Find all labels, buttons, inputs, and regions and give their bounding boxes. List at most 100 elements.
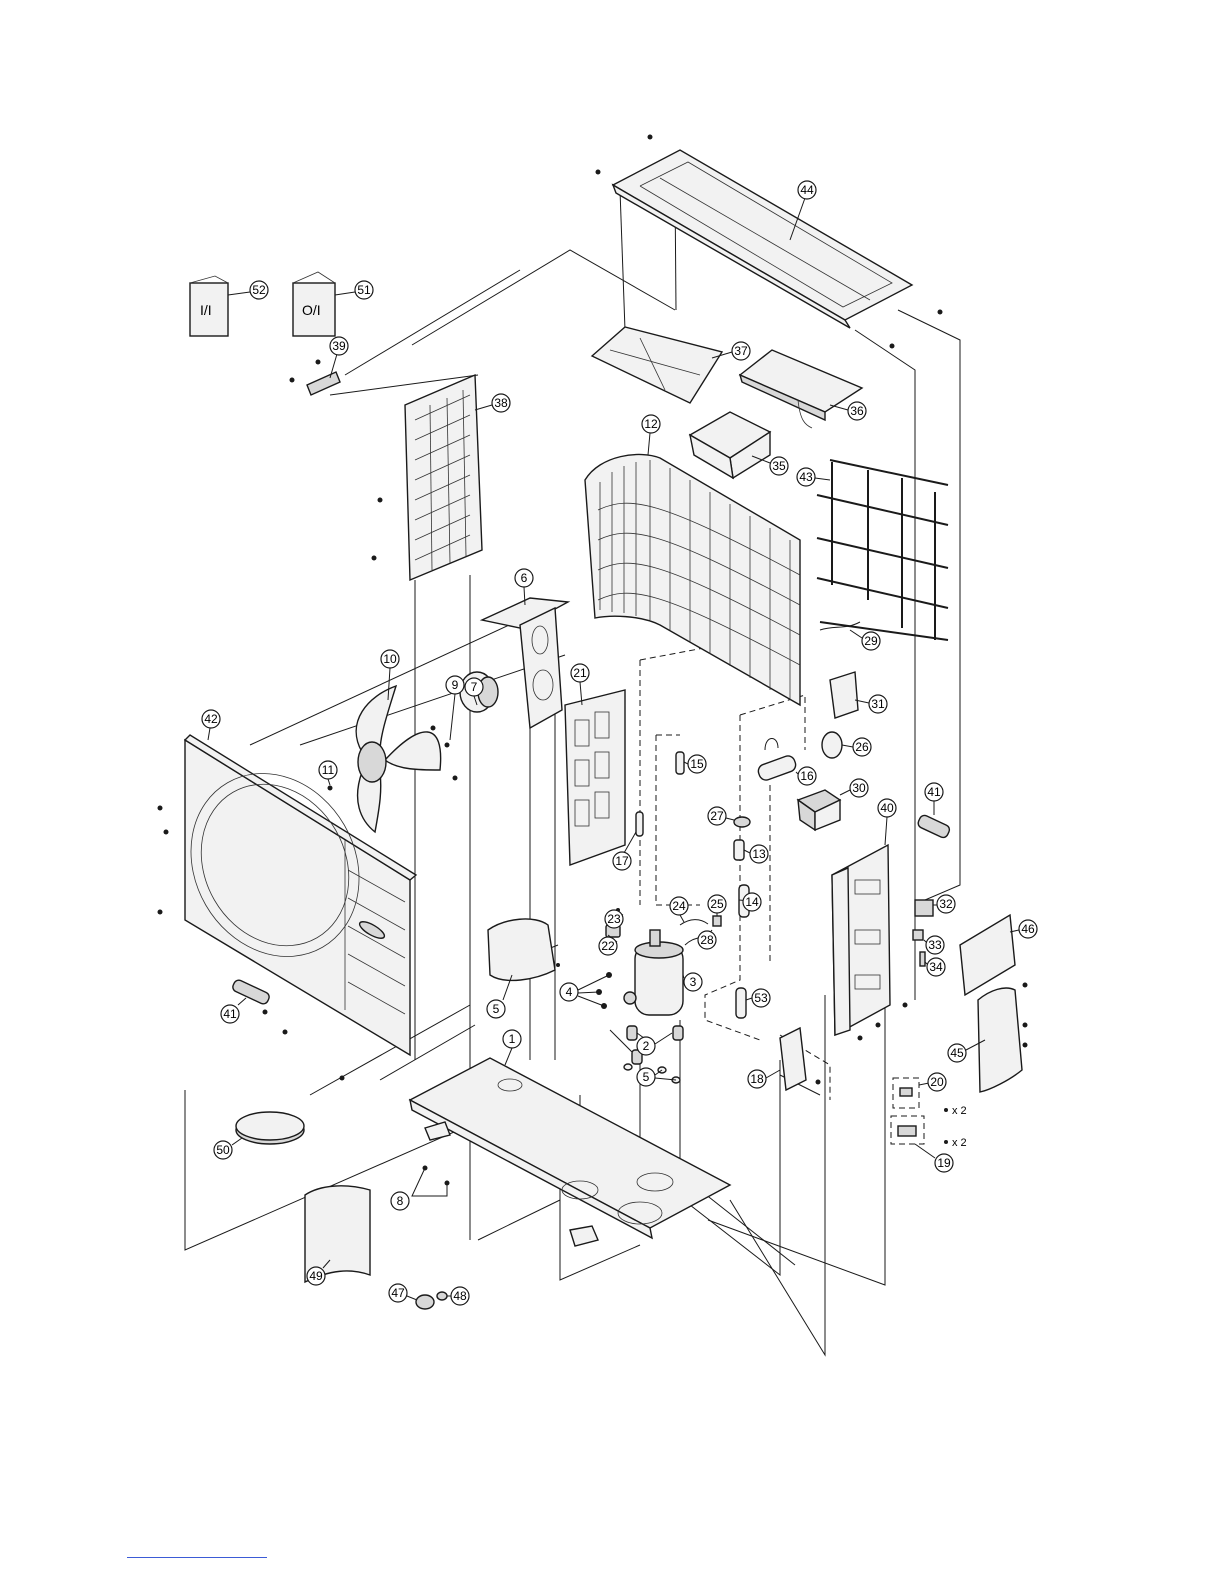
compressor-insulation [488, 919, 555, 980]
screw [944, 1108, 948, 1112]
svg-text:43: 43 [799, 470, 813, 484]
svg-text:46: 46 [1021, 922, 1035, 936]
svg-text:33: 33 [928, 938, 942, 952]
svg-text:34: 34 [929, 960, 943, 974]
indoor-manual-label: I/I [200, 302, 212, 318]
svg-text:30: 30 [852, 781, 866, 795]
clamp-26 [822, 732, 842, 758]
svg-text:16: 16 [800, 769, 814, 783]
screw [328, 786, 333, 791]
compressor [624, 930, 683, 1015]
screw [556, 963, 560, 967]
connector-25 [713, 916, 721, 926]
callout-3: 3 [683, 973, 702, 991]
capillary-17 [636, 812, 643, 836]
callout-2: 2 [637, 1033, 672, 1055]
callout-51: 51 [335, 281, 373, 299]
base-pan [410, 1058, 730, 1246]
indoor-installation-manual: I/I [190, 276, 228, 336]
screw [1023, 1023, 1028, 1028]
callout-41-right: 41 [925, 783, 943, 815]
svg-text:20: 20 [930, 1075, 944, 1089]
callout-23: 23 [605, 910, 623, 928]
screw [316, 360, 321, 365]
callout-18: 18 [748, 1070, 780, 1088]
svg-text:17: 17 [615, 854, 629, 868]
screw [453, 776, 458, 781]
svg-text:12: 12 [644, 417, 658, 431]
callout-5-lower: 5 [637, 1068, 676, 1086]
svg-text:22: 22 [601, 939, 615, 953]
part-20-quantity: x 2 [952, 1105, 967, 1117]
four-way-valve [756, 738, 797, 782]
screw [858, 1036, 863, 1041]
callout-21: 21 [571, 664, 589, 705]
callout-27: 27 [708, 807, 734, 825]
svg-text:49: 49 [309, 1269, 323, 1283]
outdoor-installation-manual: O/I [293, 272, 335, 336]
svg-text:44: 44 [800, 183, 814, 197]
fitting-33 [913, 930, 923, 940]
propeller-fan [356, 686, 440, 832]
svg-text:21: 21 [573, 666, 587, 680]
callout-29: 29 [850, 630, 880, 650]
callout-8: 8 [391, 1168, 447, 1210]
svg-text:18: 18 [750, 1072, 764, 1086]
screw [158, 806, 163, 811]
fitting-34 [920, 952, 925, 966]
callout-30: 30 [840, 779, 868, 797]
filter-tray [592, 327, 722, 403]
screw [903, 1003, 908, 1008]
callout-38: 38 [475, 394, 510, 412]
svg-text:38: 38 [494, 396, 508, 410]
control-board-cover [740, 350, 862, 428]
expansion-valve [734, 840, 744, 860]
screw [1023, 983, 1028, 988]
svg-text:5: 5 [493, 1002, 500, 1016]
svg-text:50: 50 [216, 1143, 230, 1157]
terminal-32 [915, 900, 933, 916]
callout-22: 22 [599, 935, 617, 955]
svg-text:42: 42 [204, 712, 218, 726]
callout-31: 31 [855, 695, 887, 713]
svg-text:25: 25 [710, 897, 724, 911]
svg-text:7: 7 [471, 680, 478, 694]
callout-25: 25 [708, 895, 726, 916]
callout-26: 26 [842, 738, 871, 756]
terminal-block [307, 372, 340, 395]
screw [263, 1010, 268, 1015]
callout-13: 13 [744, 845, 768, 863]
svg-text:31: 31 [871, 697, 885, 711]
screw [158, 910, 163, 915]
valve-cover-plate [960, 915, 1015, 995]
callout-34: 34 [925, 958, 945, 976]
svg-text:53: 53 [754, 991, 768, 1005]
svg-text:36: 36 [850, 404, 864, 418]
screw [596, 170, 601, 175]
bracket-31 [830, 672, 858, 718]
callout-53: 53 [746, 989, 770, 1007]
svg-text:13: 13 [752, 847, 766, 861]
svg-text:9: 9 [452, 678, 459, 692]
callout-16: 16 [796, 767, 816, 785]
svg-text:28: 28 [700, 933, 714, 947]
screw [378, 498, 383, 503]
screw [290, 378, 295, 383]
drain-cap-small [437, 1292, 447, 1300]
handle-right [917, 814, 951, 839]
side-panel [405, 375, 482, 580]
callout-32: 32 [933, 895, 955, 913]
svg-text:45: 45 [950, 1046, 964, 1060]
callout-12: 12 [642, 415, 660, 455]
svg-text:37: 37 [734, 344, 748, 358]
svg-text:40: 40 [880, 801, 894, 815]
screw [431, 726, 436, 731]
filter-53 [736, 988, 746, 1018]
screw [648, 135, 653, 140]
svg-text:23: 23 [607, 912, 621, 926]
outdoor-manual-label: O/I [302, 302, 321, 318]
svg-text:3: 3 [690, 975, 697, 989]
callout-5-upper: 5 [487, 975, 512, 1018]
wire-24 [680, 920, 708, 925]
